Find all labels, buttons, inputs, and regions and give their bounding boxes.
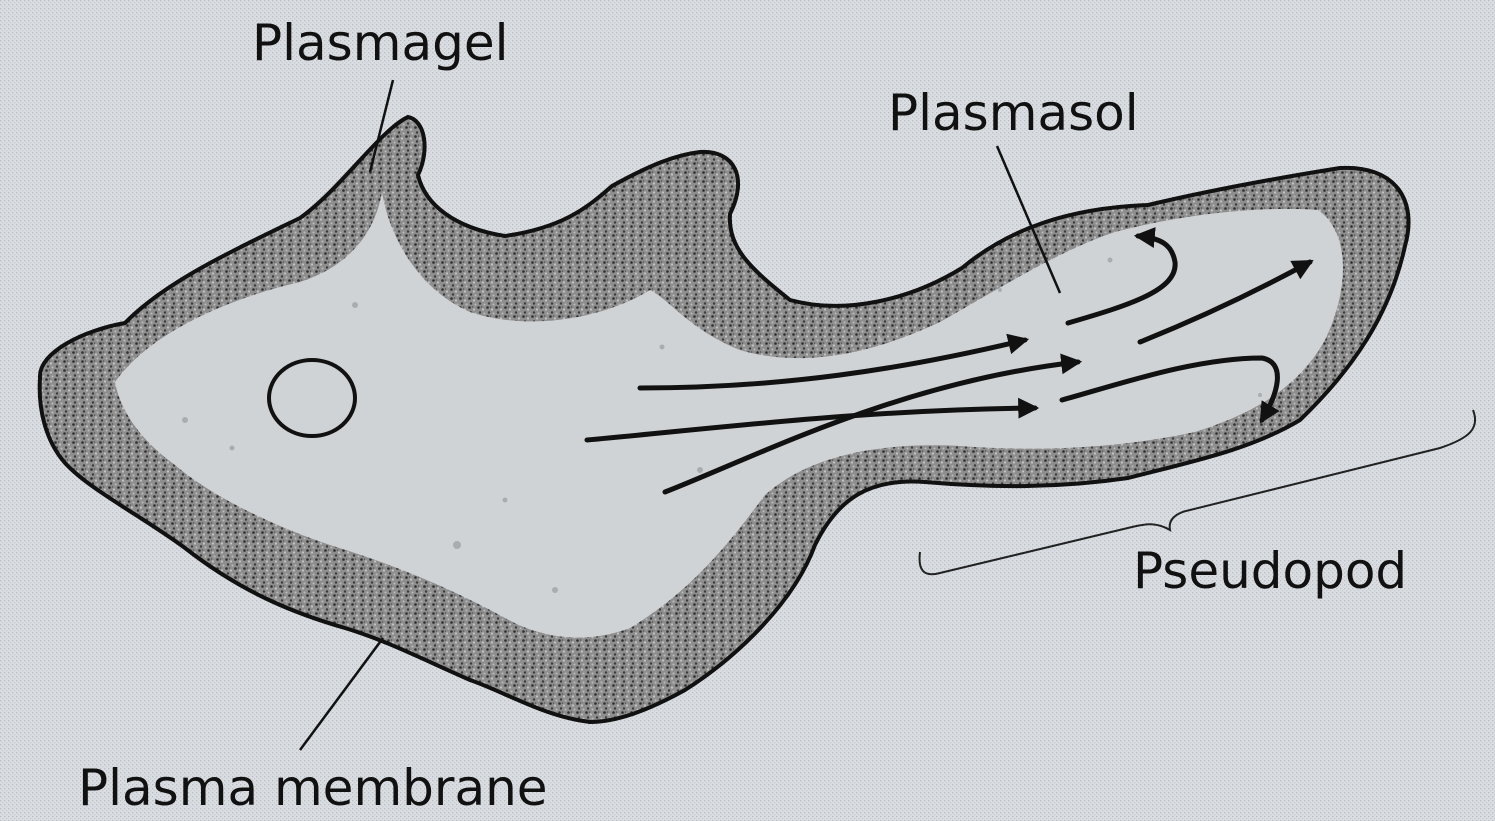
- plasmasol-label: Plasmasol: [888, 84, 1139, 142]
- pseudopod-label: Pseudopod: [1133, 542, 1407, 600]
- plasma-membrane-label: Plasma membrane: [78, 759, 548, 817]
- plasmagel-label: Plasmagel: [252, 14, 508, 72]
